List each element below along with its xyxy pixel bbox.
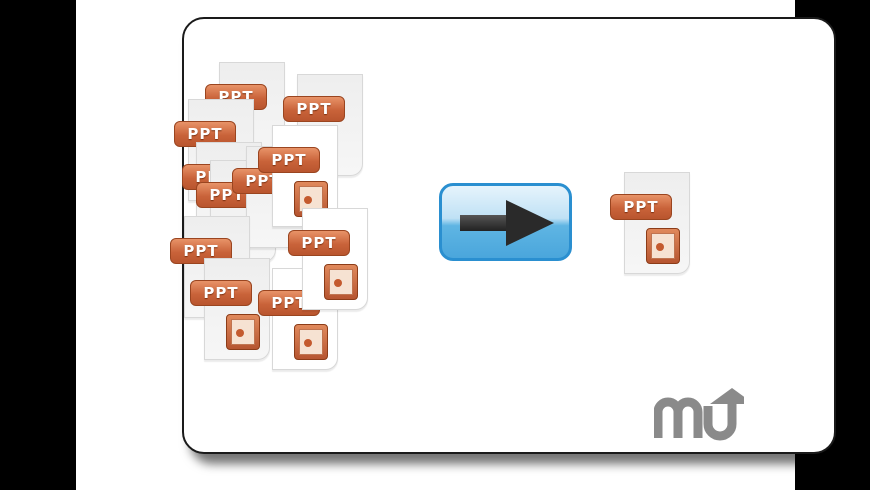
ppt-badge: PPT (288, 230, 350, 256)
ppt-badge: PPT (283, 96, 345, 122)
ppt-document-icon: PPT (288, 208, 370, 312)
ppt-badge: PPT (170, 238, 232, 264)
presentation-icon (646, 228, 680, 264)
result-ppt-document-icon: PPT (610, 172, 692, 276)
macupdate-logo-icon (654, 388, 744, 441)
ppt-badge: PPT (190, 280, 252, 306)
arrow-right-icon (460, 215, 510, 231)
presentation-icon (226, 314, 260, 350)
convert-arrow-button[interactable] (439, 183, 572, 261)
ppt-badge: PPT (174, 121, 236, 147)
arrow-head-icon (506, 200, 554, 246)
presentation-icon (294, 324, 328, 360)
ppt-badge: PPT (610, 194, 672, 220)
presentation-icon (324, 264, 358, 300)
ppt-badge: PPT (258, 147, 320, 173)
